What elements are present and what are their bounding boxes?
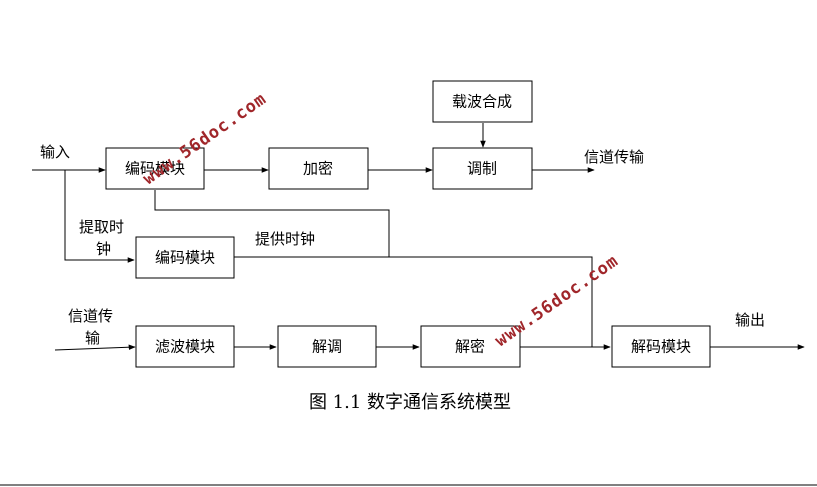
block-encoder-mid-label: 编码模块 (155, 249, 215, 267)
block-encrypt-label: 加密 (303, 160, 333, 178)
block-modulate-label: 调制 (467, 160, 497, 178)
block-encoder-top: 编码模块 (105, 147, 205, 190)
arrow-provide-clock (234, 256, 611, 350)
label-channel-in-line2: 输 (85, 329, 100, 347)
line-clock-from-encoder (154, 190, 390, 257)
connectors (32, 123, 805, 351)
block-decoder: 解码模块 (611, 325, 711, 368)
block-decrypt: 解密 (420, 325, 521, 368)
label-output: 输出 (735, 311, 765, 329)
block-encoder-top-label: 编码模块 (125, 160, 185, 178)
block-demodulate: 解调 (277, 325, 377, 368)
block-filter-label: 滤波模块 (155, 338, 215, 356)
block-encrypt: 加密 (268, 147, 369, 190)
block-carrier: 载波合成 (432, 80, 533, 123)
block-filter: 滤波模块 (135, 325, 235, 368)
block-modulate: 调制 (432, 147, 533, 190)
label-provide-clock: 提供时钟 (255, 230, 315, 248)
label-input: 输入 (40, 143, 70, 161)
block-decrypt-label: 解密 (455, 338, 485, 356)
block-decoder-label: 解码模块 (631, 338, 691, 356)
figure-caption: 图 1.1 数字通信系统模型 (309, 392, 511, 413)
label-channel-out: 信道传输 (584, 148, 644, 166)
label-extract-clock-line2: 钟 (96, 240, 111, 258)
block-demodulate-label: 解调 (312, 338, 342, 356)
watermark-top: www.56doc.com (139, 89, 270, 189)
watermark-bottom: www.56doc.com (491, 251, 622, 351)
arrow-channel-to-filter (54, 344, 136, 351)
block-encoder-mid: 编码模块 (135, 236, 235, 279)
label-extract-clock-line1: 提取时 (79, 218, 124, 236)
arrow-extract-clock (64, 170, 135, 263)
label-channel-in-line1: 信道传 (68, 307, 113, 325)
block-carrier-label: 载波合成 (452, 93, 512, 111)
